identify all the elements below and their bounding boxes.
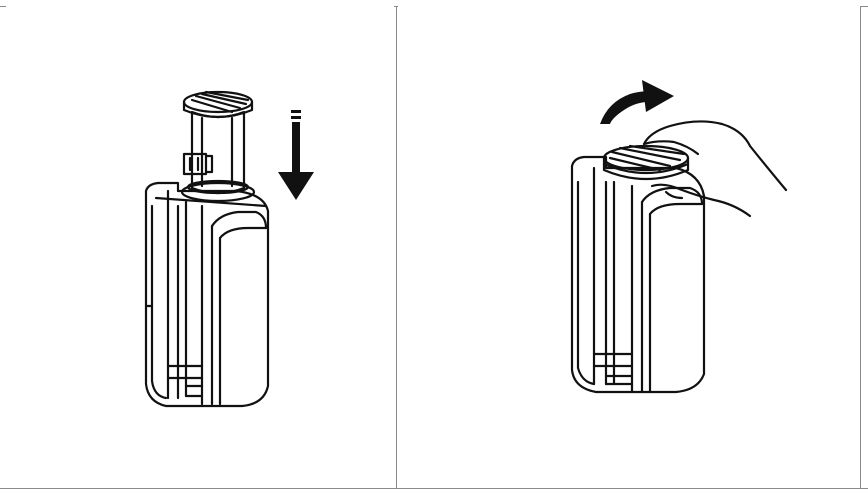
water-tank-icon bbox=[144, 181, 270, 408]
step-panel-tighten bbox=[398, 6, 860, 488]
right-border bbox=[860, 6, 861, 488]
tank-cap-icon bbox=[602, 144, 690, 181]
tank-neck-icon bbox=[180, 181, 256, 203]
rotate-arrow-icon bbox=[600, 80, 674, 124]
insert-illustration bbox=[144, 90, 314, 408]
bottom-border bbox=[0, 488, 868, 489]
tighten-illustration bbox=[570, 80, 788, 394]
panel-divider bbox=[396, 6, 397, 488]
step-panel-insert bbox=[6, 6, 394, 488]
hand-icon bbox=[642, 120, 788, 218]
down-arrow-icon bbox=[278, 110, 314, 200]
filter-cartridge-icon bbox=[182, 90, 254, 195]
water-tank-icon bbox=[570, 155, 706, 394]
